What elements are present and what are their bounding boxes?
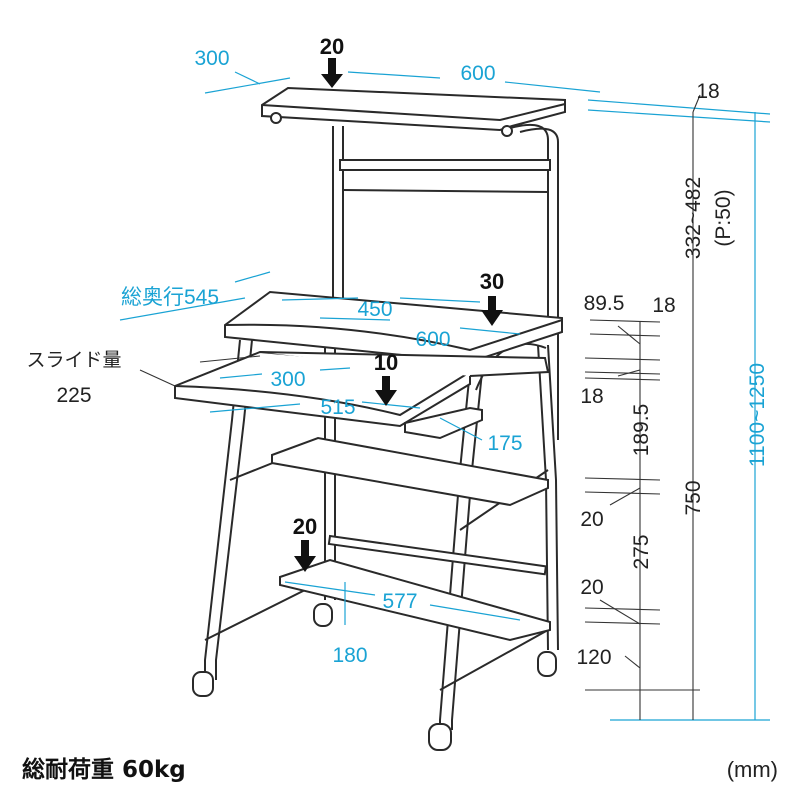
middle-shelf-thickness-label: 20: [580, 508, 603, 531]
desk-shelf: [224, 290, 563, 364]
mouse-tray-width-label: 175: [487, 432, 522, 455]
total-depth-label: 総奥行545: [121, 286, 219, 309]
bottom-shelf: [279, 534, 551, 642]
bottom-shelf-thickness-label: 20: [580, 576, 603, 599]
middle-shelf-gap-label: 275: [630, 534, 653, 569]
total-height-label: 1100~1250: [746, 363, 769, 467]
keyboard-slide: [174, 350, 550, 440]
desk-width-label: 600: [415, 328, 450, 351]
bottom-height-label: 120: [576, 646, 611, 669]
slide-amount-value: 225: [56, 384, 91, 407]
top-thickness-label: 18: [696, 80, 719, 103]
top-load-value: 20: [320, 34, 344, 59]
bottom-width-label: 577: [382, 590, 417, 613]
keyboard-gap-label: 189.5: [630, 404, 653, 457]
keyboard-load-value: 10: [374, 350, 398, 375]
bottom-load-value: 20: [293, 514, 317, 539]
bottom-load-arrow: [294, 540, 316, 572]
keyboard-width-label: 515: [320, 396, 355, 419]
keyboard-load-arrow: [375, 376, 397, 406]
load-arrows: [294, 58, 503, 572]
desk-depth-label: 450: [357, 298, 392, 321]
desk-height-label: 750: [682, 480, 705, 515]
keyboard-thickness-label: 18: [580, 385, 603, 408]
total-load-caption: 総耐荷重 60kg: [22, 756, 186, 783]
middle-shelf: [271, 436, 549, 507]
desk-load-arrow: [481, 296, 503, 326]
upper-pitch-label: (P:50): [712, 189, 735, 246]
bottom-depth-label: 180: [332, 644, 367, 667]
top-shelf: [261, 86, 566, 137]
dimension-lines: [119, 71, 771, 721]
caster-wheels: [192, 603, 557, 751]
slide-amount-label: スライド量: [26, 349, 121, 371]
top-depth-label: 300: [194, 47, 229, 70]
desk-gap-label: 89.5: [584, 292, 625, 315]
keyboard-depth-label: 300: [270, 368, 305, 391]
desk-load-value: 30: [480, 269, 504, 294]
height-dimension-lines: [139, 94, 701, 720]
top-load-arrow: [321, 58, 343, 88]
desk-thickness-label: 18: [652, 294, 675, 317]
unit-caption: (mm): [727, 757, 778, 782]
upper-height-label: 332~482: [682, 177, 705, 259]
top-width-label: 600: [460, 62, 495, 85]
